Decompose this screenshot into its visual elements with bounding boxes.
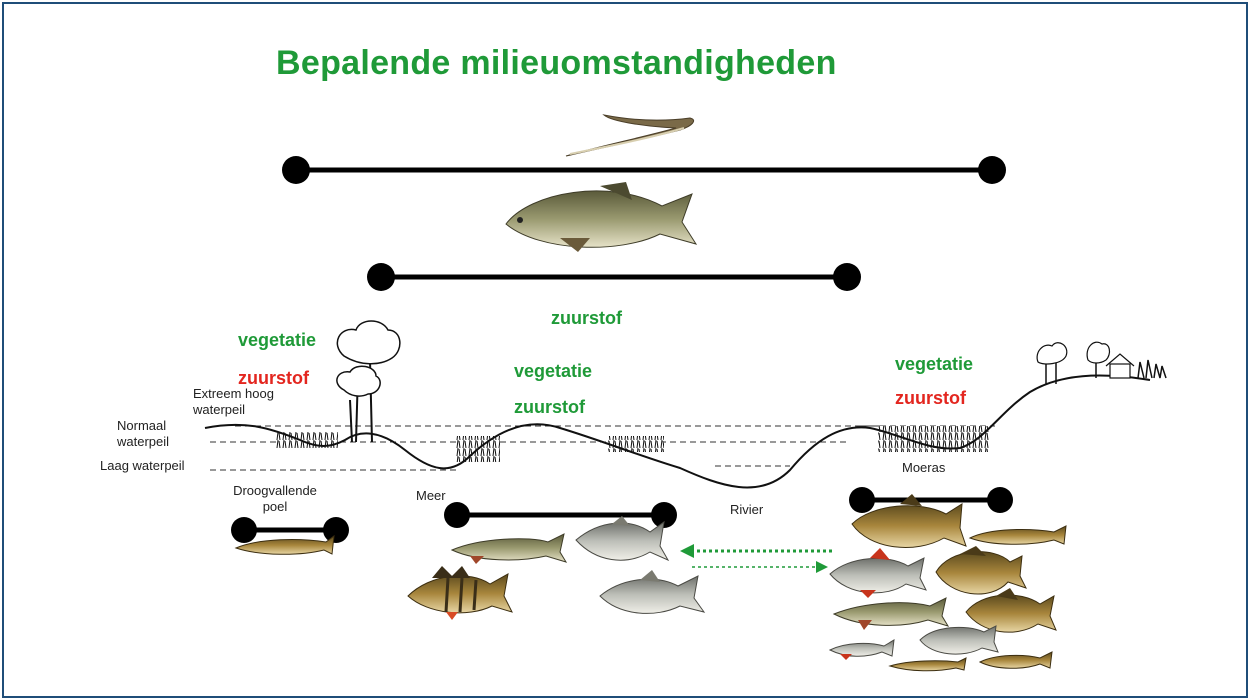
mid-oxygen-label: zuurstof (514, 397, 585, 418)
pool-label: Droogvallende poel (220, 483, 330, 515)
right-vegetation-label: vegetatie (895, 354, 973, 375)
minnow-image (980, 652, 1052, 668)
river-label: Rivier (730, 502, 763, 518)
bream-range-bar (367, 263, 861, 291)
tree-icon (337, 321, 400, 442)
carp-image (966, 588, 1056, 632)
eel-image (566, 115, 694, 156)
pike-image (452, 534, 566, 564)
lake-label: Meer (416, 488, 446, 504)
eel-range-bar (282, 156, 1006, 184)
silver-bream-image (920, 626, 998, 654)
stickleback-image (830, 640, 894, 660)
low-water-label: Laag waterpeil (100, 458, 185, 474)
pike-marsh-image (834, 598, 948, 630)
village-icon (1037, 342, 1166, 384)
extreme-high-water-label: Extreem hoog waterpeil (193, 386, 288, 418)
mid-vegetation-label: vegetatie (514, 361, 592, 382)
left-vegetation-label: vegetatie (238, 330, 316, 351)
ide-image (600, 570, 704, 613)
loach-marsh-image (970, 526, 1066, 544)
weatherfish-image (890, 658, 966, 671)
crucian-carp-image (936, 546, 1026, 594)
migration-arrows (680, 544, 832, 573)
perch-image (408, 566, 512, 620)
right-oxygen-label: zuurstof (895, 388, 966, 409)
rudd-image (830, 548, 926, 598)
marsh-label: Moeras (902, 460, 945, 476)
top-oxygen-label: zuurstof (551, 308, 622, 329)
bream-image (506, 182, 696, 252)
normal-water-label: Normaal waterpeil (117, 418, 187, 450)
lake-range-bar (444, 502, 677, 528)
